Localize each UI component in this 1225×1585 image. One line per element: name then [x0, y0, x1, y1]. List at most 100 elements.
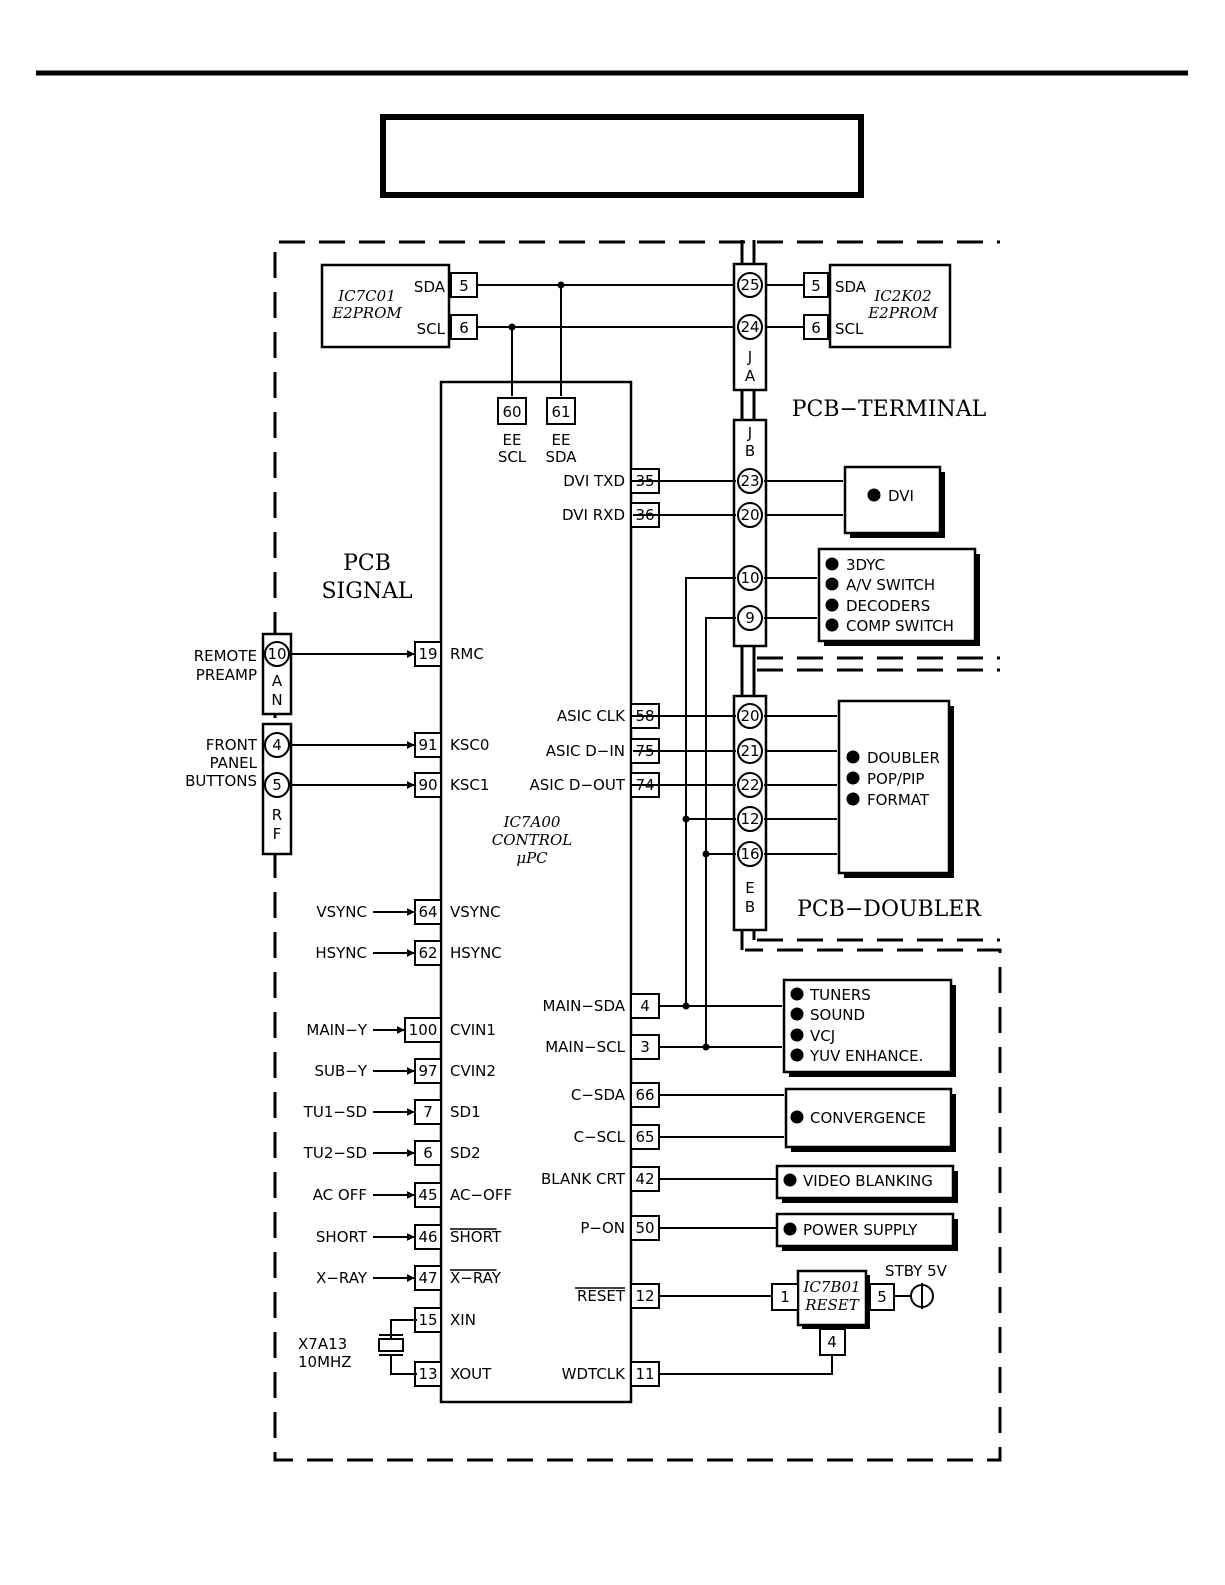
tuners-block: TUNERS SOUND VCJ YUV ENHANCE. — [782, 978, 956, 1077]
an-pin-10: 10 — [267, 645, 286, 663]
left-pin-label: XOUT — [450, 1365, 492, 1383]
right-pin-label: RESET — [577, 1287, 626, 1305]
right-pin-11: 11 WDTCLK — [562, 1361, 660, 1387]
crystal-label-2: 10MHZ — [298, 1353, 352, 1371]
left-pin-label: VSYNC — [450, 903, 501, 921]
eeprom-left-sda-pin: 5 — [459, 277, 469, 295]
power-block: POWER SUPPLY — [775, 1212, 958, 1251]
right-pin-42: 42 BLANK CRT — [541, 1166, 660, 1192]
right-pin-label: ASIC CLK — [557, 707, 626, 725]
left-pin-label: SD1 — [450, 1103, 481, 1121]
crystal-label-1: X7A13 — [298, 1335, 347, 1353]
ja-pin-25: 25 — [740, 276, 759, 294]
left-pin-number: 7 — [423, 1103, 433, 1121]
an-letter-2: N — [271, 691, 282, 709]
eeprom-left: IC7C01 E2PROM SDA SCL 5 6 — [320, 263, 478, 349]
doubler-item-3: FORMAT — [867, 791, 930, 809]
tuners-item-1: TUNERS — [809, 986, 871, 1004]
ee-scl-pin: 60 — [502, 403, 521, 421]
left-ext-label: TU2−SD — [303, 1144, 367, 1162]
ja-letter-1: J — [747, 348, 752, 366]
connector-rf: 4 5 R F — [261, 722, 293, 856]
title-box — [380, 114, 864, 198]
power-item: POWER SUPPLY — [803, 1221, 918, 1239]
left-pin-number: 19 — [418, 645, 437, 663]
left-pin-label: X−RAY — [450, 1269, 502, 1287]
doubler-item-2: POP/PIP — [867, 770, 924, 788]
left-ext-label: SUB−Y — [314, 1062, 367, 1080]
eeprom-left-type: E2PROM — [331, 304, 402, 322]
left-pin-label: XIN — [450, 1311, 476, 1329]
right-pin-number: 3 — [640, 1038, 650, 1056]
left-pin-number: 91 — [418, 736, 437, 754]
pcb-signal-label-2: SIGNAL — [321, 579, 412, 604]
left-pin-number: 45 — [418, 1186, 437, 1204]
eb-letter-1: E — [745, 879, 754, 897]
blanking-block: VIDEO BLANKING — [775, 1164, 958, 1203]
eb-pin-20: 20 — [740, 707, 759, 725]
eeprom-right-scl-pin: 6 — [811, 319, 821, 337]
eeprom-right-sda-label: SDA — [835, 278, 867, 296]
eeprom-right-sda-pin: 5 — [811, 277, 821, 295]
pcb-terminal-label: PCB−TERMINAL — [792, 397, 987, 422]
jb-letter-2: B — [745, 442, 755, 460]
right-pin-label: MAIN−SDA — [543, 997, 626, 1015]
convergence-item: CONVERGENCE — [810, 1109, 926, 1127]
right-wiring — [631, 480, 910, 1375]
right-pin-label: C−SCL — [574, 1128, 626, 1146]
pcb-signal-border — [273, 240, 1002, 1462]
ee-bus — [477, 284, 804, 396]
reset-pin-5: 5 — [877, 1288, 887, 1306]
eeprom-left-scl-pin: 6 — [459, 319, 469, 337]
left-pin-number: 100 — [409, 1021, 438, 1039]
jb-letter-1: J — [747, 424, 752, 442]
dvi-block-label: DVI — [888, 487, 914, 505]
ja-letter-2: A — [745, 367, 756, 385]
ja-pin-24: 24 — [740, 318, 759, 336]
right-pin-label: MAIN−SCL — [545, 1038, 625, 1056]
rf-pin-4: 4 — [272, 736, 282, 754]
left-ext-label: SHORT — [316, 1228, 368, 1246]
connector-eb: 20 21 22 12 16 E B — [732, 694, 768, 932]
right-pin-label: BLANK CRT — [541, 1170, 626, 1188]
right-pin-label: DVI RXD — [562, 506, 625, 524]
left-ext-label: AC OFF — [313, 1186, 367, 1204]
right-pin-number: 11 — [635, 1365, 654, 1383]
right-pin-label: WDTCLK — [562, 1365, 626, 1383]
eeprom-right-scl-label: SCL — [835, 320, 864, 338]
av-item-3: DECODERS — [846, 597, 930, 615]
right-pin-number: 65 — [635, 1128, 654, 1146]
left-pin-label: KSC0 — [450, 736, 489, 754]
right-pin-66: 66C−SDA — [571, 1082, 660, 1108]
left-pin-label: SD2 — [450, 1144, 481, 1162]
right-pin-number: 50 — [635, 1219, 654, 1237]
left-pin-number: 46 — [418, 1228, 437, 1246]
av-item-1: 3DYC — [846, 556, 885, 574]
rf-letter-2: F — [273, 825, 282, 843]
right-pin-number: 42 — [635, 1170, 654, 1188]
left-pin-label: CVIN1 — [450, 1021, 496, 1039]
eb-pin-16: 16 — [740, 845, 759, 863]
front-label-3: BUTTONS — [185, 772, 257, 790]
main-ic-line2: CONTROL — [492, 831, 572, 849]
ee-scl-label-2: SCL — [498, 448, 527, 466]
connector-an: 10 A N — [261, 632, 293, 716]
left-ext-label: VSYNC — [316, 903, 367, 921]
eb-pin-12: 12 — [740, 810, 759, 828]
right-pin-65: 65 C−SCL — [574, 1124, 660, 1150]
eeprom-left-scl-label: SCL — [417, 320, 446, 338]
left-pin-label: RMC — [450, 645, 484, 663]
main-ic-name: IC7A00 — [503, 813, 561, 831]
reset-ic-name: IC7B01 — [802, 1278, 860, 1296]
